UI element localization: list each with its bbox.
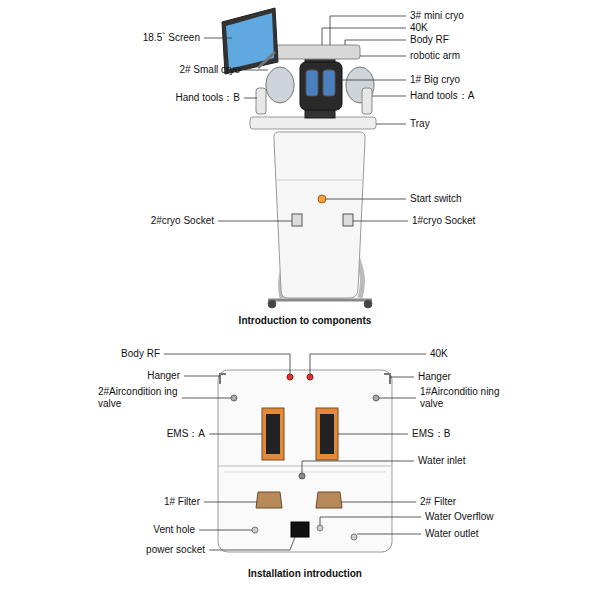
cryo-pad (306, 70, 318, 96)
start-switch (318, 195, 326, 203)
leader-line (342, 80, 406, 81)
leader-line (204, 502, 257, 503)
part-label: Vent hole (153, 524, 195, 536)
ems-pins (320, 414, 334, 454)
ems-connector (316, 408, 338, 460)
part-label: 2#Aircondition ing valve (98, 386, 178, 410)
leader-lines (164, 16, 426, 550)
part-label: 1# Big cryo (410, 74, 460, 86)
part-label: 2# Filter (420, 496, 456, 508)
cryo-pad (323, 70, 335, 96)
part-label: Water inlet (418, 455, 465, 467)
part-label: Start switch (410, 193, 462, 205)
machine-front (222, 8, 376, 308)
vent-hole (252, 527, 258, 533)
hand-tool (256, 88, 266, 114)
leader-line (345, 40, 406, 45)
part-label: 1#Airconditio ning valve (420, 386, 500, 410)
part-label: robotic arm (410, 50, 460, 62)
port-40k (307, 374, 313, 380)
body-rf-port (287, 374, 293, 380)
leader-line (338, 434, 408, 435)
base (268, 299, 372, 302)
figure-caption: Installation introduction (248, 568, 362, 580)
hanger (220, 374, 226, 384)
water-inlet (299, 473, 305, 479)
robotic-arm (268, 45, 360, 59)
part-label: 1#cryo Socket (412, 215, 475, 227)
panel-line (218, 466, 392, 467)
part-label: EMS：B (412, 428, 450, 440)
figure-caption: Introduction to components (239, 315, 372, 327)
leader-line (320, 517, 421, 525)
leader-line (310, 354, 426, 374)
wheel (364, 300, 372, 308)
wheel (268, 300, 276, 308)
leader-line (302, 461, 414, 473)
cabinet (274, 132, 365, 298)
part-label: Body RF (121, 348, 160, 360)
socket (343, 214, 353, 226)
filter (256, 492, 282, 508)
part-label: 2# Small cryo (179, 64, 240, 76)
part-label: Hand tools：B (176, 92, 240, 104)
part-label: Water Overflow (425, 511, 494, 523)
part-label: 40K (410, 22, 428, 34)
leader-line (353, 221, 408, 222)
part-label: Tray (410, 118, 430, 130)
power-socket (291, 522, 309, 537)
leader-line (330, 16, 406, 45)
aircon-valve (373, 395, 379, 401)
socket (292, 214, 302, 226)
leader-line (360, 56, 406, 57)
hanger (384, 374, 390, 384)
part-label: 1# Filter (164, 496, 200, 508)
leader-line (357, 534, 421, 535)
leader-line (184, 376, 220, 377)
leader-line (322, 28, 406, 45)
part-label: 2#cryo Socket (151, 215, 214, 227)
leader-line (244, 98, 257, 99)
big-cryo (300, 62, 342, 110)
leader-line (341, 502, 416, 503)
part-label: Water outlet (425, 528, 479, 540)
leader-line (376, 124, 406, 125)
part-label: Hanger (147, 370, 180, 382)
leader-line (209, 537, 295, 550)
aircon-valve (231, 395, 237, 401)
screen-mount (258, 52, 275, 68)
water-outlet (351, 534, 357, 540)
leader-line (204, 38, 232, 39)
ems-connector (262, 408, 284, 460)
panel-line (224, 472, 386, 473)
part-label: EMS：A (167, 428, 205, 440)
part-label: Body RF (410, 34, 449, 46)
leader-line (199, 530, 252, 531)
screen-display (226, 13, 274, 69)
part-label: Hanger (418, 371, 451, 383)
leader-line (209, 434, 262, 435)
small-cryo (266, 67, 294, 103)
water-overflow (317, 525, 323, 531)
leader-line (326, 199, 406, 200)
part-label: 40K (430, 348, 448, 360)
leader-line (390, 377, 414, 378)
part-label: 18.5` Screen (143, 32, 200, 44)
hand-tool (362, 88, 372, 114)
tray (250, 117, 376, 129)
leader-line (372, 96, 406, 97)
leader-line (182, 398, 231, 399)
leader-line (218, 221, 292, 222)
part-label: Hand tools：A (410, 90, 474, 102)
part-label: 3# mini cryo (410, 10, 464, 22)
leader-line (164, 354, 290, 374)
ems-pins (266, 414, 280, 454)
leader-line (379, 398, 416, 399)
filter (316, 492, 342, 508)
leader-line (244, 70, 268, 71)
part-label: power socket (146, 544, 205, 556)
panel-line (277, 180, 362, 181)
